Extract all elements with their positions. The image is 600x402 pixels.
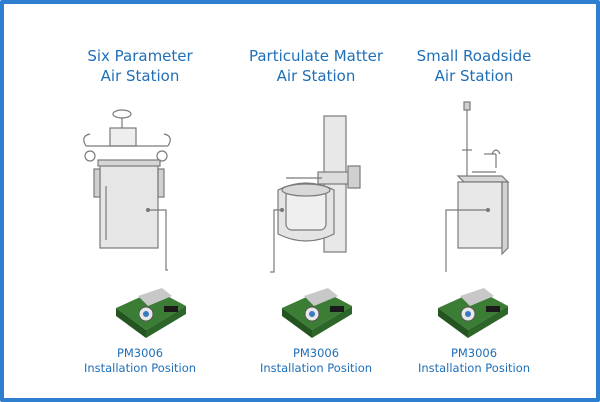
roadside-station-icon	[445, 101, 510, 272]
particulate-matter-station-icon	[270, 115, 361, 273]
six-parameter-station-icon	[83, 109, 171, 271]
station-title: Small Roadside Air Station	[384, 46, 564, 86]
station-title: Six Parameter Air Station	[50, 46, 230, 86]
sensor-caption: PM3006 Installation Position	[226, 346, 406, 376]
caption-position: Installation Position	[83, 361, 197, 375]
sensor-caption: PM3006 Installation Position	[50, 346, 230, 376]
station-title-line2: Air Station	[276, 67, 356, 85]
station-title-line1: Six Parameter	[87, 47, 193, 65]
sensor-caption: PM3006 Installation Position	[384, 346, 564, 376]
pm3006-sensor-icon	[116, 288, 186, 338]
station-title-line2: Air Station	[100, 67, 180, 85]
station-panel-six-parameter: Six Parameter Air Station	[50, 4, 230, 398]
station-panel-small-roadside: Small Roadside Air Station	[384, 4, 564, 398]
caption-model: PM3006	[450, 346, 498, 360]
station-panel-particulate-matter: Particulate Matter Air Station	[226, 4, 406, 398]
caption-position: Installation Position	[259, 361, 373, 375]
station-title-line1: Particulate Matter	[248, 47, 384, 65]
caption-model: PM3006	[292, 346, 340, 360]
pm3006-sensor-icon	[438, 288, 508, 338]
station-title: Particulate Matter Air Station	[226, 46, 406, 86]
caption-model: PM3006	[116, 346, 164, 360]
station-title-line1: Small Roadside	[416, 47, 532, 65]
caption-position: Installation Position	[417, 361, 531, 375]
pm3006-sensor-icon	[282, 288, 352, 338]
station-title-line2: Air Station	[434, 67, 514, 85]
